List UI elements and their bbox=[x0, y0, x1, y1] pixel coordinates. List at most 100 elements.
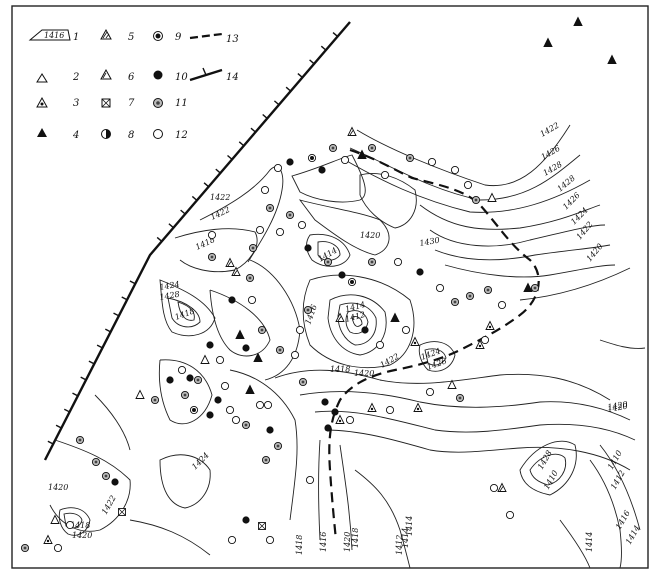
circle-filled-icon bbox=[166, 376, 174, 384]
circle-hatched-icon bbox=[101, 471, 111, 481]
contour-line bbox=[339, 444, 353, 551]
circle-open-icon bbox=[393, 257, 403, 267]
triangle-filled-icon bbox=[357, 149, 367, 159]
contour-line bbox=[434, 244, 611, 261]
contour-label: 1420 bbox=[607, 402, 629, 414]
contour-label: 1428 bbox=[536, 449, 554, 471]
circle-hatched-icon bbox=[455, 393, 465, 403]
contour-line bbox=[129, 519, 211, 556]
fault-tick bbox=[55, 424, 62, 429]
circle-open-icon bbox=[480, 335, 490, 345]
circle-hatched-icon bbox=[275, 345, 285, 355]
contour-line bbox=[589, 459, 622, 569]
circle-hatched-icon bbox=[450, 297, 460, 307]
circle-filled-icon bbox=[111, 478, 119, 486]
circle-open-icon bbox=[263, 400, 273, 410]
contour-label: 1412 bbox=[609, 469, 627, 491]
contour-line bbox=[314, 410, 636, 441]
contour-line bbox=[529, 453, 567, 486]
contour-label: 1424 bbox=[190, 451, 211, 472]
legend-item-4: 4 bbox=[37, 128, 79, 141]
contour-label: 1422 bbox=[210, 193, 230, 202]
contour-label: 1414 bbox=[405, 516, 414, 536]
legend-number: 10 bbox=[175, 72, 188, 83]
circle-open-icon bbox=[345, 415, 355, 425]
circle-filled-icon bbox=[324, 424, 332, 432]
fault-tick bbox=[332, 32, 339, 37]
circle-hatched-icon bbox=[207, 252, 217, 262]
fault-tick bbox=[320, 45, 327, 51]
contour-line bbox=[345, 310, 369, 334]
circle-dot-icon bbox=[307, 153, 317, 163]
circle-filled-icon bbox=[286, 158, 294, 166]
circle-filled-icon bbox=[242, 344, 250, 352]
circle-open-icon bbox=[177, 365, 187, 375]
fault-tick bbox=[47, 440, 54, 445]
contour-label: 1418 bbox=[174, 306, 196, 321]
contour-label: 1418 bbox=[295, 535, 304, 555]
square-cross-icon bbox=[118, 508, 126, 516]
square-cross-icon bbox=[258, 522, 266, 530]
circle-open-icon bbox=[401, 325, 411, 335]
contour-label: 1420 bbox=[354, 369, 374, 378]
circle-dot-icon bbox=[189, 405, 199, 415]
legend: 1416 1 2 3 4 5 bbox=[28, 28, 239, 141]
triangle-open-icon bbox=[135, 389, 145, 399]
fault-tick bbox=[113, 312, 120, 317]
circle-open-icon bbox=[450, 165, 460, 175]
circle-hatched-icon bbox=[261, 455, 271, 465]
circle-hatched-icon bbox=[180, 390, 190, 400]
contour-line bbox=[302, 274, 415, 368]
circle-filled-icon bbox=[331, 408, 339, 416]
circle-open-icon bbox=[207, 230, 217, 240]
circle-open-icon bbox=[435, 283, 445, 293]
circle-open-icon bbox=[489, 483, 499, 493]
circle-open-icon bbox=[227, 535, 237, 545]
circle-hatched-icon bbox=[367, 257, 377, 267]
circle-open-icon bbox=[255, 225, 265, 235]
triangle-dot-icon bbox=[410, 336, 420, 346]
circle-hatched-icon bbox=[285, 210, 295, 220]
contour-line bbox=[356, 124, 571, 187]
contour-line bbox=[444, 264, 616, 278]
square-cross-icon bbox=[101, 98, 111, 108]
circle-hatched-icon bbox=[298, 377, 308, 387]
circle-hatched-icon bbox=[91, 457, 101, 467]
fault-tick bbox=[250, 127, 256, 133]
circle-open-icon bbox=[275, 227, 285, 237]
circle-hatched-icon bbox=[328, 143, 338, 153]
circle-filled-icon bbox=[153, 70, 163, 80]
triangle-filled-icon bbox=[390, 312, 400, 322]
circle-open-icon bbox=[375, 340, 385, 350]
dashed-boundary-icon bbox=[189, 32, 223, 40]
circle-open-icon bbox=[505, 510, 515, 520]
circle-hatched-icon bbox=[465, 291, 475, 301]
fault-line-icon bbox=[189, 67, 223, 82]
circle-hatched-icon bbox=[273, 441, 283, 451]
circle-filled-icon bbox=[228, 296, 236, 304]
contour-line bbox=[354, 469, 411, 569]
contour-label: 1422 bbox=[539, 121, 561, 139]
legend-number: 4 bbox=[72, 130, 79, 141]
contour-line bbox=[337, 302, 377, 346]
triangle-open-icon bbox=[200, 354, 210, 364]
contour-line bbox=[177, 301, 195, 321]
circle-hatched-icon bbox=[530, 283, 540, 293]
circle-open-icon bbox=[273, 163, 283, 173]
contour-line bbox=[317, 241, 341, 261]
triangle-dot-icon bbox=[36, 96, 48, 108]
contour-label: 1420 bbox=[343, 532, 352, 552]
triangle-hatched-icon bbox=[335, 312, 345, 322]
contour-label: 1426 bbox=[561, 191, 582, 212]
fault-tick bbox=[285, 86, 292, 92]
contour-label: 1420 bbox=[607, 400, 629, 412]
fault-tick bbox=[215, 168, 221, 174]
circle-hatched-icon bbox=[323, 257, 333, 267]
contour-label: 1420 bbox=[48, 483, 68, 492]
contour-label: 1418 bbox=[70, 521, 90, 530]
circle-filled-icon bbox=[186, 374, 194, 382]
circle-hatched-icon bbox=[245, 273, 255, 283]
legend-number: 3 bbox=[73, 98, 79, 109]
triangle-filled-icon bbox=[573, 16, 583, 26]
